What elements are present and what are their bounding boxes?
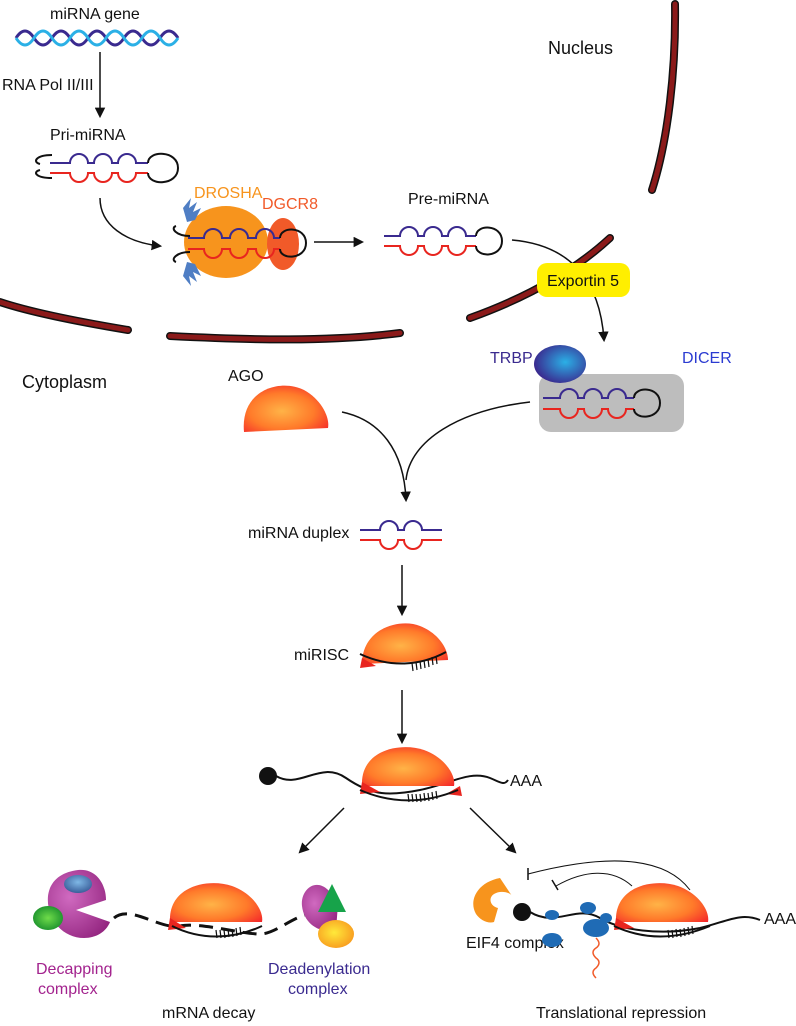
decaying-mrna bbox=[113, 883, 331, 939]
ago-protein bbox=[243, 385, 329, 432]
decapping-complex bbox=[33, 869, 110, 938]
repressed-mrna bbox=[513, 860, 761, 979]
cytoplasm-label: Cytoplasm bbox=[22, 372, 107, 392]
eif4-label: EIF4 complex bbox=[466, 935, 564, 952]
repression-branch-arrow bbox=[469, 807, 517, 854]
rna-pol-label: RNA Pol II/III bbox=[2, 77, 94, 94]
ago-label: AGO bbox=[228, 368, 264, 385]
trbp-protein bbox=[534, 345, 586, 383]
poly-a-tail-label: AAA bbox=[510, 773, 542, 790]
dicer-complex bbox=[534, 345, 684, 432]
dgcr8-label: DGCR8 bbox=[262, 196, 318, 213]
microprocessor-complex bbox=[172, 198, 308, 286]
decapping-label-line2: complex bbox=[38, 981, 98, 998]
pri-mirna-hairpin bbox=[35, 152, 180, 184]
decay-branch-arrow bbox=[298, 807, 345, 854]
yellow-protein-icon bbox=[318, 920, 354, 948]
cleavage-scissors-bottom-icon bbox=[183, 262, 201, 286]
repression-poly-a-label: AAA bbox=[764, 911, 796, 928]
mirisc-complex bbox=[359, 623, 448, 672]
loading-arrows bbox=[341, 401, 531, 503]
mirna-duplex-strands bbox=[360, 520, 442, 550]
exportin-5-badge: Exportin 5 bbox=[537, 263, 630, 297]
processing-arrow bbox=[99, 197, 163, 251]
pre-mirna-label: Pre-miRNA bbox=[408, 191, 489, 208]
trbp-label: TRBP bbox=[490, 350, 533, 367]
dna-helix-icon bbox=[14, 29, 180, 47]
exportin-5-label: Exportin 5 bbox=[547, 273, 619, 290]
cleavage-scissors-top-icon bbox=[183, 198, 201, 222]
green-triangle-icon bbox=[318, 884, 346, 912]
mrna-decay-label: mRNA decay bbox=[162, 1005, 255, 1022]
eif4-complex bbox=[473, 878, 512, 923]
drosha-label: DROSHA bbox=[194, 185, 263, 202]
pri-mirna-label: Pri-miRNA bbox=[50, 127, 126, 144]
eif4-orange-icon bbox=[473, 878, 512, 923]
mirisc-label: miRISC bbox=[294, 647, 349, 664]
decapping-label-line1: Decapping bbox=[36, 961, 113, 978]
mrna-cap-icon bbox=[259, 767, 277, 785]
mirna-duplex-label: miRNA duplex bbox=[248, 525, 349, 542]
pre-mirna-hairpin bbox=[384, 226, 504, 256]
deadenylation-label-line1: Deadenylation bbox=[268, 961, 370, 978]
blue-protein-icon bbox=[64, 875, 92, 893]
dicer-label: DICER bbox=[682, 350, 732, 367]
mirna-gene-label: miRNA gene bbox=[50, 6, 140, 23]
green-protein-icon bbox=[33, 906, 63, 930]
target-mrna-complex bbox=[259, 747, 509, 803]
nascent-peptide-icon bbox=[592, 937, 600, 979]
deadenylation-label-line2: complex bbox=[288, 981, 348, 998]
translational-repression-label: Translational repression bbox=[536, 1005, 706, 1022]
repressed-cap-icon bbox=[513, 903, 531, 921]
deadenylation-complex bbox=[301, 884, 354, 948]
nucleus-label: Nucleus bbox=[548, 38, 613, 58]
